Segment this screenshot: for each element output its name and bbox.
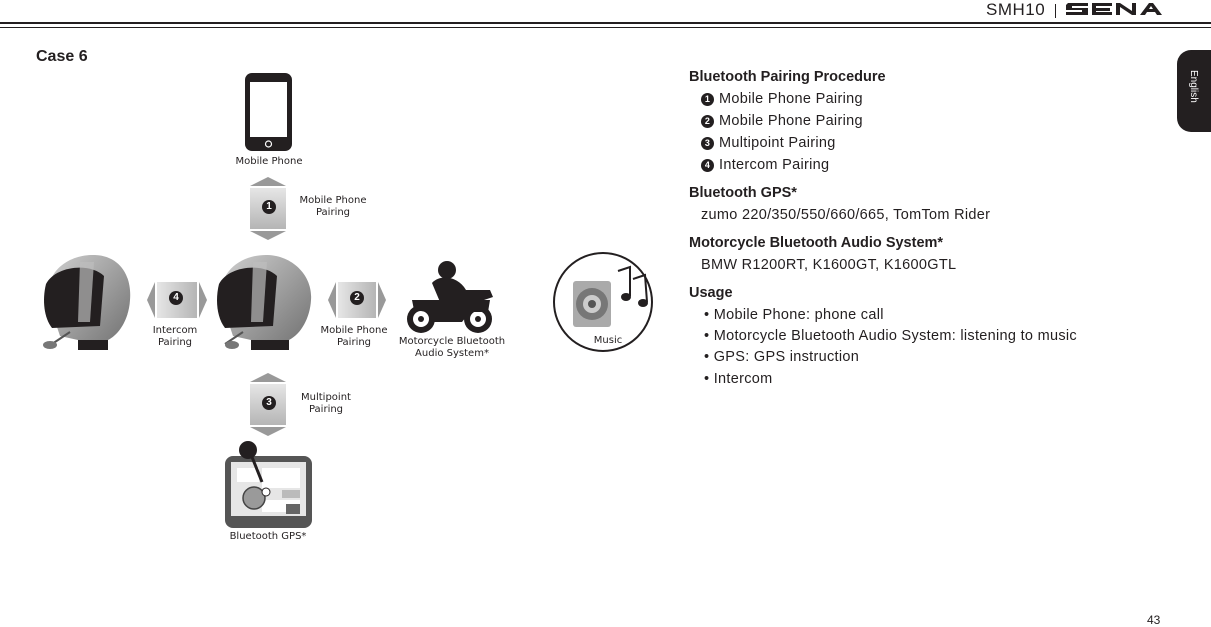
procedure-title: Bluetooth Pairing Procedure — [689, 69, 886, 85]
header-rule — [0, 22, 1211, 24]
gps-section-title: Bluetooth GPS* — [689, 185, 797, 201]
language-tab-label: English — [1188, 70, 1199, 103]
page-number: 43 — [1147, 613, 1161, 627]
badge-4: 4 — [169, 291, 183, 305]
motorcycle-icon — [407, 261, 493, 333]
motorcycle-label: Motorcycle Bluetooth Audio System* — [398, 336, 506, 359]
music-speaker-icon — [553, 252, 653, 352]
header-separator — [1055, 4, 1056, 18]
usage-item: • GPS: GPS instruction — [704, 349, 860, 365]
badge-3: 3 — [262, 396, 276, 410]
mobile-phone-icon — [245, 73, 292, 151]
audio-models: BMW R1200RT, K1600GT, K1600GTL — [701, 257, 957, 273]
model-name: SMH10 — [986, 0, 1046, 19]
usage-item: • Mobile Phone: phone call — [704, 307, 884, 323]
pairing-diagram — [43, 73, 653, 528]
audio-section-title: Motorcycle Bluetooth Audio System* — [689, 235, 944, 251]
conn-2-label: Mobile Phone Pairing — [320, 325, 388, 348]
conn-4-label: Intercom Pairing — [152, 325, 198, 348]
gps-models: zumo 220/350/550/660/665, TomTom Rider — [701, 207, 991, 223]
badge-1: 1 — [262, 200, 276, 214]
sena-logo — [1066, 3, 1162, 15]
conn-3-label: Multipoint Pairing — [301, 392, 351, 415]
helmet-left-icon — [43, 254, 131, 350]
gps-label: Bluetooth GPS* — [229, 531, 307, 542]
usage-title: Usage — [689, 285, 733, 301]
mobile-phone-label: Mobile Phone — [235, 156, 303, 167]
badge-2: 2 — [350, 291, 364, 305]
usage-item: • Motorcycle Bluetooth Audio System: lis… — [704, 328, 1077, 344]
usage-item: • Intercom — [704, 371, 773, 387]
gps-device-icon — [225, 441, 312, 528]
language-tab: English — [1177, 50, 1211, 132]
music-label: Music — [593, 335, 623, 346]
conn-1-label: Mobile Phone Pairing — [299, 195, 367, 218]
helmet-center-icon — [217, 254, 312, 350]
page-title: Case 6 — [36, 48, 88, 65]
header-rule-thin — [0, 27, 1211, 28]
